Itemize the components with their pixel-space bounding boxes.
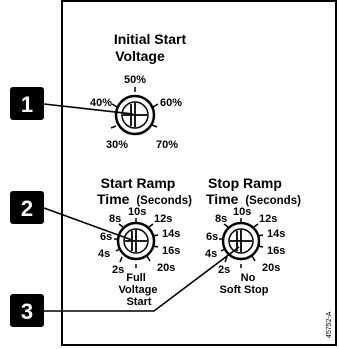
- callout-1: 1: [10, 87, 44, 120]
- knob1-tick-60: 60%: [160, 97, 182, 109]
- knob1-title-line2: Voltage: [115, 48, 165, 64]
- knob3-tick-2s: 2s: [218, 264, 230, 276]
- knob1-tick-30: 30%: [106, 139, 128, 151]
- knob3-tick-10s: 10s: [233, 206, 251, 218]
- knob-stop-ramp-time: Stop Ramp Time (Seconds) 2s 4s 6s 8s: [205, 175, 301, 296]
- knob2-label-voltage: Voltage: [119, 284, 158, 296]
- knob2-tick-16s: 16s: [162, 245, 180, 257]
- knob3-tick-8s: 8s: [215, 213, 227, 225]
- knob2-tick-14s: 14s: [162, 228, 180, 240]
- knob1-tick-50: 50%: [124, 74, 146, 86]
- knob3-label-soft-stop: Soft Stop: [220, 284, 269, 296]
- panel-frame: [61, 0, 337, 346]
- knob3-tick-4s: 4s: [205, 248, 217, 260]
- knob2-label-start: Start: [126, 296, 151, 308]
- knob1-tick-70: 70%: [156, 139, 178, 151]
- callout-3: 3: [10, 294, 44, 327]
- knob2-tick-8s: 8s: [109, 213, 121, 225]
- knob2-title-line1: Start Ramp: [101, 175, 176, 191]
- callout-1-number: 1: [21, 92, 33, 117]
- knob2-tick-2s: 2s: [112, 264, 124, 276]
- knob1-tick-40: 40%: [90, 97, 112, 109]
- knob2-tick-4s: 4s: [98, 248, 110, 260]
- knob3-label-no: No: [241, 272, 256, 284]
- knob3-tick-6s: 6s: [206, 231, 218, 243]
- callout2-leader: [43, 207, 133, 241]
- knob1-title-line1: Initial Start: [114, 31, 187, 47]
- knob2-tick-10s: 10s: [128, 206, 146, 218]
- callout-3-number: 3: [21, 299, 33, 324]
- knob3-title-line1: Stop Ramp: [208, 175, 282, 191]
- knob3-tick-20s: 20s: [262, 262, 280, 274]
- knob-initial-start-voltage: Initial Start Voltage 30% 40% 50% 60% 70…: [90, 31, 187, 151]
- knob-start-ramp-time: Start Ramp Time (Seconds) 2s 4s 6s 8s: [97, 175, 192, 308]
- knob2-tick-20s: 20s: [157, 262, 175, 274]
- callout1-leader: [43, 103, 134, 115]
- knob2-tick-6s: 6s: [100, 231, 112, 243]
- knob2-title-line2: Time (Seconds): [97, 191, 192, 207]
- knob3-tick-12s: 12s: [259, 213, 277, 225]
- knob2-tick-12s: 12s: [154, 213, 172, 225]
- knob2-label-full: Full: [126, 272, 146, 284]
- knob3-title-line2: Time (Seconds): [206, 191, 301, 207]
- part-code: 45752-A: [326, 311, 333, 338]
- callout-2: 2: [10, 191, 44, 224]
- callout3-leader: [44, 246, 240, 312]
- knob3-tick-16s: 16s: [267, 245, 285, 257]
- knob3-tick-14s: 14s: [267, 228, 285, 240]
- callout-2-number: 2: [21, 196, 33, 221]
